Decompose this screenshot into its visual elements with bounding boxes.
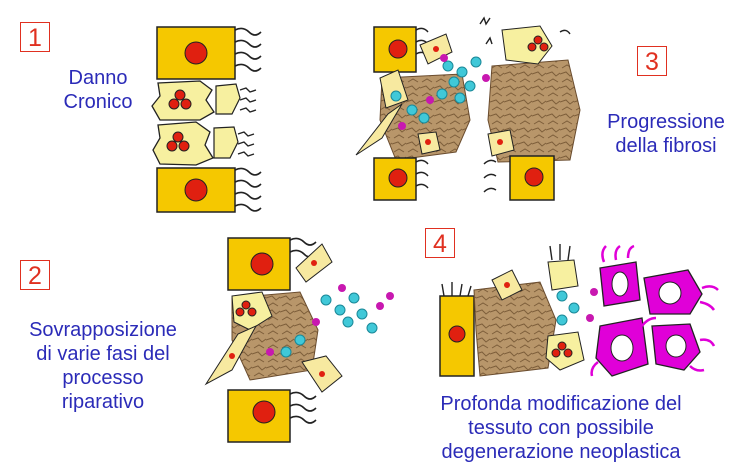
- caption-neoplastic-degeneration: Profonda modificazione del tessuto con p…: [396, 392, 726, 464]
- caption-line: Profonda modificazione del: [396, 392, 726, 416]
- step-number-2: 2: [20, 260, 50, 290]
- panel-chronic-damage: [152, 27, 261, 212]
- step-number-4: 4: [425, 228, 455, 258]
- healthy-cell: [157, 27, 261, 79]
- caption-chronic-damage: Danno Cronico: [48, 66, 148, 114]
- neoplastic-cell: [644, 270, 718, 314]
- caption-line: Sovrapposizione: [8, 318, 198, 342]
- panel-neoplastic-degeneration: [440, 244, 718, 376]
- caption-fibrosis-progression: Progressione della fibrosi: [596, 110, 736, 158]
- step-number-1: 1: [20, 22, 50, 52]
- caption-line: della fibrosi: [596, 134, 736, 158]
- damaged-cell: [152, 81, 256, 120]
- caption-line: tessuto con possibile: [396, 416, 726, 440]
- caption-line: riparativo: [8, 390, 198, 414]
- panel-fibrosis-progression: [356, 18, 580, 200]
- neoplastic-cell: [600, 246, 640, 306]
- neoplastic-cell: [592, 318, 656, 376]
- damaged-cell: [153, 122, 254, 165]
- panel-repair-overlap: [206, 238, 394, 442]
- step-number-3: 3: [637, 46, 667, 76]
- caption-line: Progressione: [596, 110, 736, 134]
- neoplastic-cell: [652, 324, 714, 371]
- healthy-cell: [157, 168, 261, 212]
- caption-line: Cronico: [48, 90, 148, 114]
- caption-line: degenerazione neoplastica: [396, 440, 726, 464]
- caption-line: di varie fasi del: [8, 342, 198, 366]
- caption-repair-overlap: Sovrapposizione di varie fasi del proces…: [8, 318, 198, 414]
- caption-line: processo: [8, 366, 198, 390]
- caption-line: Danno: [48, 66, 148, 90]
